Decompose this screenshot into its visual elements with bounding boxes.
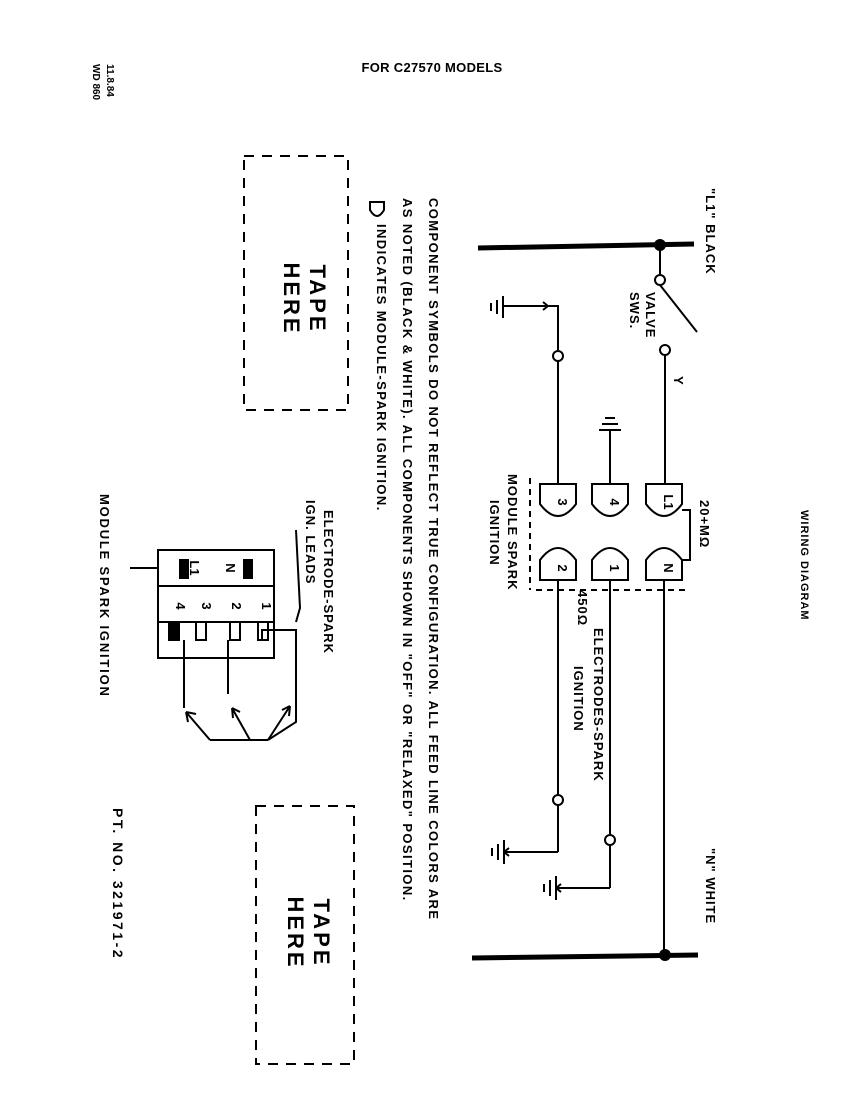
valve-switch-label-2: SWS.: [627, 292, 642, 330]
resistor-link: [682, 509, 691, 561]
header-title: FOR C27570 MODELS: [361, 60, 503, 75]
terminal-1-label: 1: [607, 564, 622, 571]
module-terminal-4: [591, 483, 629, 517]
tape-label-top: TAPE HERE: [278, 254, 330, 344]
block-terminal-3: 3: [199, 602, 214, 609]
module-block-caption: MODULE SPARK IGNITION: [97, 494, 112, 698]
module-symbol-icon: [369, 201, 385, 217]
module-terminal-1: [591, 547, 629, 581]
l1-label: "L1" BLACK: [703, 188, 718, 275]
electrode-terminal-1: [604, 834, 616, 846]
valve-switch-label-1: VALVE: [643, 292, 658, 339]
block-terminal-2: 2: [229, 602, 244, 609]
block-terminal-l1: L1: [187, 560, 202, 575]
tape-bottom-line2: HERE: [283, 896, 308, 970]
valve-switch-contact-bottom: [659, 344, 671, 356]
n-label: "N" WHITE: [703, 848, 718, 925]
module-label-2: IGNITION: [487, 500, 502, 566]
electrodes-label-2: IGNITION: [571, 666, 586, 732]
terminal-4-label: 4: [607, 498, 622, 506]
terminal-3-label: 3: [555, 498, 570, 505]
tape-label-bottom: TAPE HERE: [282, 888, 334, 978]
valve-switch-contact-top: [654, 274, 666, 286]
module-terminal-n: [645, 547, 683, 581]
terminal-n-label: N: [661, 563, 676, 572]
note-line-2: AS NOTED (BLACK & WHITE). ALL COMPONENTS…: [400, 198, 415, 902]
leads-label-1: ELECTRODE-SPARK: [321, 510, 336, 655]
tape-top-line2: HERE: [279, 262, 304, 336]
terminal-l1-label: L1: [661, 494, 676, 509]
wire-mark-y: Y: [671, 376, 686, 386]
module-outline: [529, 478, 688, 591]
tape-bottom-line1: TAPE: [309, 898, 334, 968]
valve-terminal: [552, 350, 564, 362]
n-junction: [659, 949, 671, 961]
note-line-3: INDICATES MODULE-SPARK IGNITION.: [374, 224, 389, 512]
module-terminal-2: [539, 547, 577, 581]
module-label-1: MODULE SPARK: [505, 474, 520, 591]
tape-top-line1: TAPE: [305, 264, 330, 334]
electrode-terminal-2: [552, 794, 564, 806]
note-line-1: COMPONENT SYMBOLS DO NOT REFLECT TRUE CO…: [426, 198, 441, 921]
part-number: PT. NO. 321971-2: [110, 808, 126, 961]
module-terminal-3: [539, 483, 577, 517]
resistor-upper-label: 20+MΩ: [697, 500, 712, 549]
tape-box-bottom: [255, 805, 355, 1065]
module-block: [157, 549, 275, 659]
block-terminal-4: 4: [173, 602, 188, 610]
valve-switch-blade: [659, 284, 698, 333]
terminal-2-label: 2: [555, 564, 570, 571]
diagram-title: WIRING DIAGRAM: [798, 510, 810, 621]
module-terminal-l1: [645, 483, 683, 517]
leads-label-2: IGN. LEADS: [303, 500, 318, 585]
resistor-lower-label: 450Ω: [575, 590, 590, 627]
electrodes-label-1: ELECTRODES-SPARK: [591, 628, 606, 782]
block-terminal-n: N: [223, 563, 238, 572]
block-terminal-1: 1: [259, 602, 274, 609]
